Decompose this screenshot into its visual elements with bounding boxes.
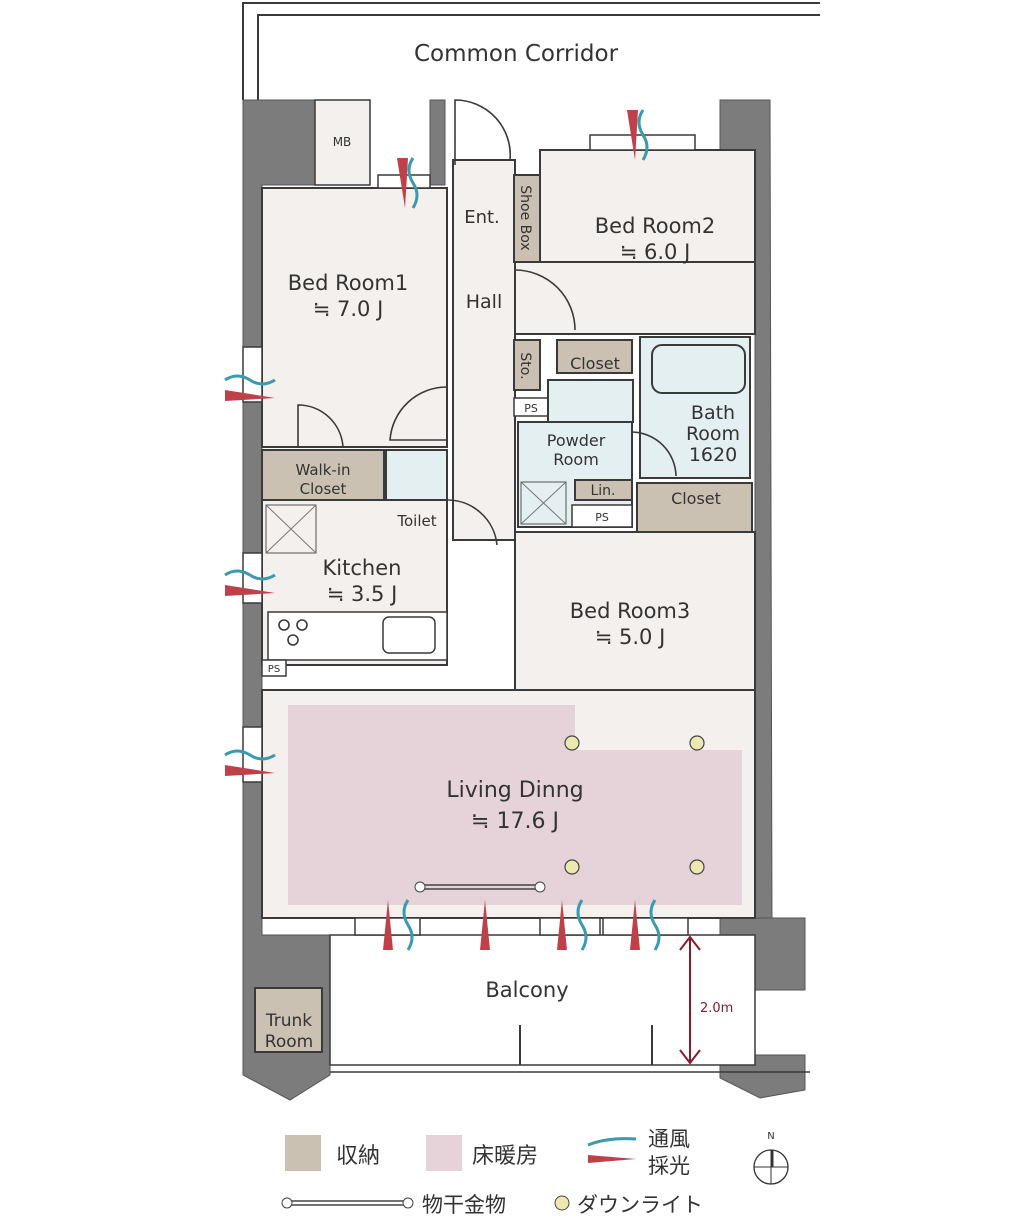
north-label: N xyxy=(767,1131,774,1142)
entrance-label: Ent. xyxy=(464,207,500,228)
bathtub xyxy=(651,344,746,394)
closet-2-label: Closet xyxy=(671,489,721,508)
downlight-icon xyxy=(689,859,705,875)
bed-room-3-size: ≒ 5.0 J xyxy=(595,625,666,649)
bath-label-2: Room xyxy=(686,423,740,445)
legend-heating-label: 床暖房 xyxy=(472,1144,538,1169)
bath-room xyxy=(639,336,751,479)
bed-room-2-size: ≒ 6.0 J xyxy=(620,240,691,264)
legend-vent-icon xyxy=(587,1137,637,1147)
walkin-label-1: Walk-in xyxy=(295,461,350,479)
walk-in-closet xyxy=(261,449,385,501)
sto-label: Sto. xyxy=(517,352,533,379)
hall-annex xyxy=(514,261,756,335)
bed-room-1-size: ≒ 7.0 J xyxy=(313,297,384,321)
downlight-icon xyxy=(564,735,580,751)
bed-room-3-label: Bed Room3 xyxy=(570,599,691,623)
legend-light-label: 採光 xyxy=(648,1154,690,1178)
balcony xyxy=(329,934,756,1066)
powder-label-2: Room xyxy=(553,450,599,469)
legend-downlight-label: ダウンライト xyxy=(577,1193,703,1217)
storage xyxy=(513,339,541,391)
trunk-room xyxy=(254,987,323,1053)
sink-icon xyxy=(382,616,436,654)
compass-icon xyxy=(753,1149,789,1185)
legend-storage-label: 収納 xyxy=(336,1144,380,1169)
shoe-box xyxy=(513,174,541,263)
mb-label: MB xyxy=(333,135,352,149)
bed-room-3 xyxy=(514,531,756,691)
trunk-label-1: Trunk xyxy=(265,1011,312,1031)
balcony-depth-arrow xyxy=(679,935,701,1065)
balcony-label: Balcony xyxy=(485,978,568,1002)
bed-room-2-label: Bed Room2 xyxy=(595,214,716,238)
ps-1-label: PS xyxy=(524,402,538,415)
drying-rod-icon xyxy=(414,881,546,893)
ps-2-label: PS xyxy=(595,511,609,524)
mb-box xyxy=(314,99,371,186)
bath-label-1: Bath xyxy=(691,402,735,424)
toilet-label: Toilet xyxy=(396,512,436,530)
washbasin-area xyxy=(547,379,634,423)
hall xyxy=(452,159,516,541)
legend-rod-label: 物干金物 xyxy=(422,1193,506,1217)
shoe-box-label: Shoe Box xyxy=(517,185,533,250)
downlights xyxy=(564,735,705,875)
legend-light-icon xyxy=(588,1155,636,1163)
washer-space xyxy=(520,481,567,525)
legend-downlight-icon xyxy=(554,1195,570,1211)
fridge-space xyxy=(265,504,317,554)
floor-heating-area xyxy=(288,705,742,905)
ps-3 xyxy=(261,659,287,677)
closet-label: Closet xyxy=(570,354,620,373)
downlight-icon xyxy=(689,735,705,751)
bed-room-1 xyxy=(261,187,448,448)
legend-rod-icon xyxy=(281,1197,414,1209)
common-corridor: Common Corridor xyxy=(242,2,820,100)
walkin-label-2: Closet xyxy=(300,480,347,498)
cooktop-icon xyxy=(278,619,308,646)
linen-label: Lin. xyxy=(590,483,615,499)
trunk-label-2: Room xyxy=(265,1032,313,1052)
kitchen-label: Kitchen xyxy=(323,556,402,580)
downlight-icon xyxy=(564,859,580,875)
legend-heating-swatch xyxy=(426,1135,462,1171)
legend: 収納 床暖房 通風 採光 N 物干金物 ダウンライト xyxy=(281,1127,789,1217)
living-label: Living Dinng xyxy=(446,778,583,803)
closet xyxy=(556,339,633,374)
balcony-depth-label: 2.0m xyxy=(700,1001,733,1016)
legend-storage-swatch xyxy=(285,1135,321,1171)
bath-label-3: 1620 xyxy=(689,444,737,466)
kitchen-size: ≒ 3.5 J xyxy=(327,582,398,606)
bed-room-1-label: Bed Room1 xyxy=(288,271,409,295)
ps-2 xyxy=(571,504,633,528)
legend-vent-label: 通風 xyxy=(648,1127,690,1151)
hall-label: Hall xyxy=(466,291,503,313)
powder-label-1: Powder xyxy=(547,431,606,450)
ps-3-label: PS xyxy=(268,664,280,675)
living-size: ≒ 17.6 J xyxy=(471,809,559,834)
ventilation-daylight-icons xyxy=(224,109,661,951)
linen xyxy=(574,479,633,501)
kitchen-counter xyxy=(267,611,448,661)
corridor-label: Common Corridor xyxy=(414,41,619,67)
doors xyxy=(297,99,677,1051)
